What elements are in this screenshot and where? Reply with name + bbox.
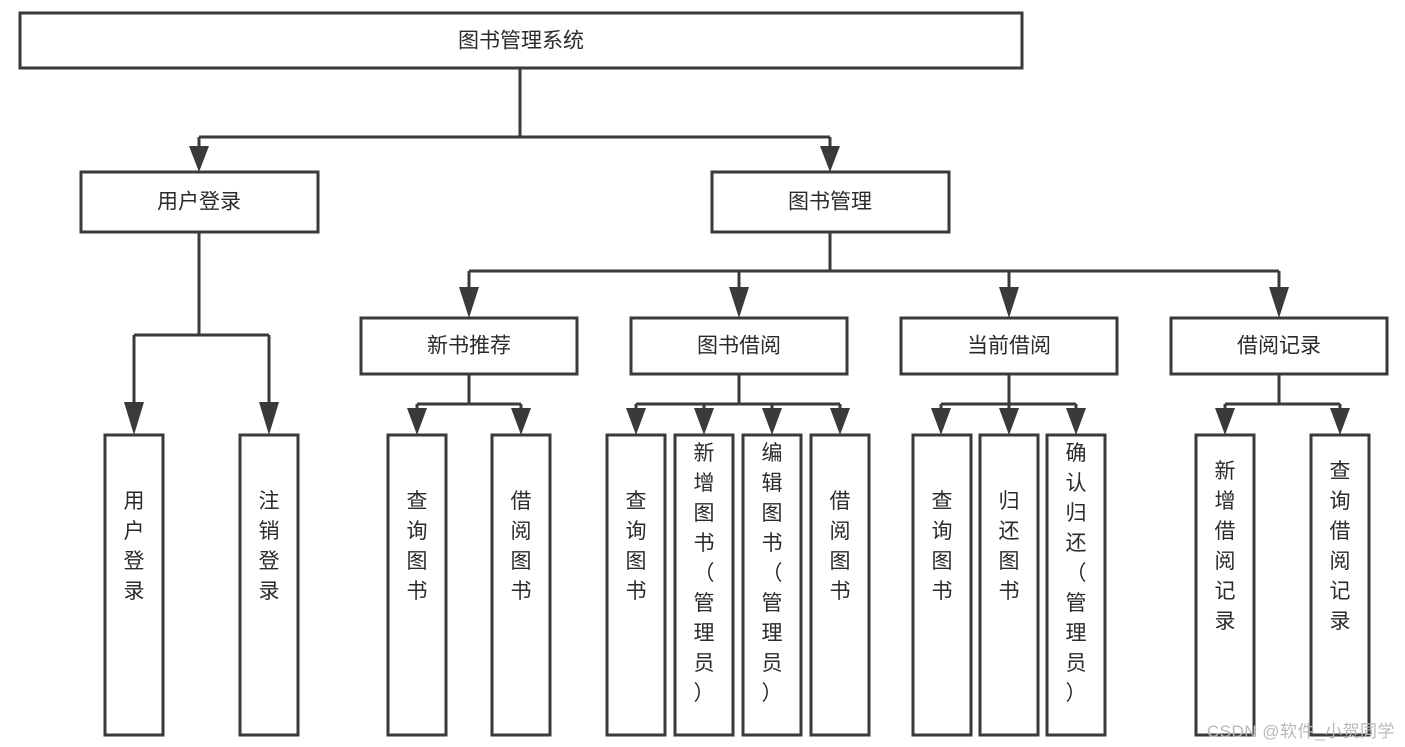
node-book-borrow-box[interactable]: [629, 316, 849, 376]
arrowhead-user-login: [189, 146, 209, 172]
leaf-user-login-label: 用户登录: [124, 490, 145, 603]
node-root[interactable]: 图书管理系统: [18, 11, 1024, 70]
arrowhead-leaf-borrow-book-1: [511, 408, 531, 435]
leaf-query-borrow-record[interactable]: 查询借阅记录: [1309, 433, 1371, 737]
node-new-book-recommend-box[interactable]: [359, 316, 579, 376]
leaf-add-borrow-record[interactable]: 新增借阅记录: [1194, 433, 1256, 737]
leaf-query-borrow-record-box[interactable]: [1309, 433, 1371, 737]
node-new-book-recommend-label: 新书推荐: [427, 335, 511, 358]
node-book-borrow-label: 图书借阅: [697, 335, 781, 358]
arrowhead-current-borrow: [999, 287, 1019, 318]
arrowhead-leaf-logout-login: [259, 402, 279, 435]
node-borrow-record[interactable]: 借阅记录: [1169, 316, 1389, 376]
leaf-return-book-label: 归还图书: [999, 490, 1020, 603]
leaf-edit-book-label: 编辑图书（管理员）: [762, 442, 783, 705]
leaf-borrow-book-2-label: 借阅图书: [830, 490, 851, 603]
leaf-query-book-2-box[interactable]: [605, 433, 667, 737]
leaf-confirm-return-label: 确认归还（管理员）: [1066, 442, 1087, 705]
arrowhead-book-borrow: [729, 287, 749, 318]
leaf-add-book-box[interactable]: [673, 433, 735, 737]
node-user-login-box[interactable]: [79, 170, 320, 234]
leaf-add-borrow-record-label: 新增借阅记录: [1215, 460, 1236, 633]
leaf-borrow-book-1[interactable]: 借阅图书: [490, 433, 552, 737]
leaf-logout-login-box[interactable]: [238, 433, 300, 737]
leaf-edit-book[interactable]: 编辑图书（管理员）: [741, 433, 803, 737]
leaf-add-book-label: 新增图书（管理员）: [694, 442, 715, 705]
leaf-logout-login[interactable]: 注销登录: [238, 433, 300, 737]
leaf-query-book-3[interactable]: 查询图书: [911, 433, 973, 737]
node-root-box[interactable]: [18, 11, 1024, 70]
leaf-confirm-return-box[interactable]: [1045, 433, 1107, 737]
leaf-query-book-3-label: 查询图书: [932, 490, 953, 603]
leaf-query-book-3-box[interactable]: [911, 433, 973, 737]
arrowhead-leaf-edit-book: [762, 408, 782, 435]
leaf-add-book[interactable]: 新增图书（管理员）: [673, 433, 735, 737]
leaf-logout-login-label: 注销登录: [259, 490, 280, 603]
connector-layer: [124, 68, 1350, 435]
leaf-return-book-box[interactable]: [978, 433, 1040, 737]
arrowhead-borrow-record: [1269, 287, 1289, 318]
node-current-borrow[interactable]: 当前借阅: [899, 316, 1119, 376]
leaf-borrow-book-1-box[interactable]: [490, 433, 552, 737]
arrowhead-leaf-return-book: [999, 408, 1019, 435]
arrowhead-leaf-add-borrow-record: [1215, 408, 1235, 435]
arrowhead-leaf-user-login: [124, 402, 144, 435]
leaf-query-book-2[interactable]: 查询图书: [605, 433, 667, 737]
node-book-borrow[interactable]: 图书借阅: [629, 316, 849, 376]
leaf-user-login[interactable]: 用户登录: [103, 433, 165, 737]
node-user-login[interactable]: 用户登录: [79, 170, 320, 234]
leaf-add-borrow-record-box[interactable]: [1194, 433, 1256, 737]
arrowhead-leaf-add-book: [694, 408, 714, 435]
leaf-user-login-box[interactable]: [103, 433, 165, 737]
arrowhead-leaf-query-book-3: [931, 408, 951, 435]
arrowhead-book-manage: [820, 146, 840, 172]
node-borrow-record-box[interactable]: [1169, 316, 1389, 376]
arrowhead-leaf-query-book-2: [626, 408, 646, 435]
node-current-borrow-label: 当前借阅: [967, 335, 1051, 358]
arrowhead-leaf-confirm-return: [1066, 408, 1086, 435]
node-borrow-record-label: 借阅记录: [1237, 335, 1321, 358]
leaf-borrow-book-2[interactable]: 借阅图书: [809, 433, 871, 737]
leaf-borrow-book-1-label: 借阅图书: [511, 490, 532, 603]
arrowhead-new-book-recommend: [459, 287, 479, 318]
node-new-book-recommend[interactable]: 新书推荐: [359, 316, 579, 376]
leaf-query-book-1[interactable]: 查询图书: [386, 433, 448, 737]
csdn-watermark: CSDN @软件_小贺同学: [1206, 722, 1395, 741]
node-book-manage-label: 图书管理: [788, 191, 872, 214]
arrowhead-leaf-query-book-1: [407, 408, 427, 435]
leaf-borrow-book-2-box[interactable]: [809, 433, 871, 737]
leaf-query-book-1-label: 查询图书: [407, 490, 428, 603]
leaf-query-borrow-record-label: 查询借阅记录: [1330, 460, 1351, 633]
node-book-manage-box[interactable]: [710, 170, 951, 234]
node-user-login-label: 用户登录: [157, 191, 241, 214]
arrowhead-leaf-query-borrow-record: [1330, 408, 1350, 435]
arrowhead-leaf-borrow-book-2: [830, 408, 850, 435]
leaf-edit-book-box[interactable]: [741, 433, 803, 737]
leaf-query-book-1-box[interactable]: [386, 433, 448, 737]
leaf-confirm-return[interactable]: 确认归还（管理员）: [1045, 433, 1107, 737]
node-current-borrow-box[interactable]: [899, 316, 1119, 376]
node-root-label: 图书管理系统: [458, 30, 584, 53]
node-book-manage[interactable]: 图书管理: [710, 170, 951, 234]
leaf-return-book[interactable]: 归还图书: [978, 433, 1040, 737]
leaf-query-book-2-label: 查询图书: [626, 490, 647, 603]
